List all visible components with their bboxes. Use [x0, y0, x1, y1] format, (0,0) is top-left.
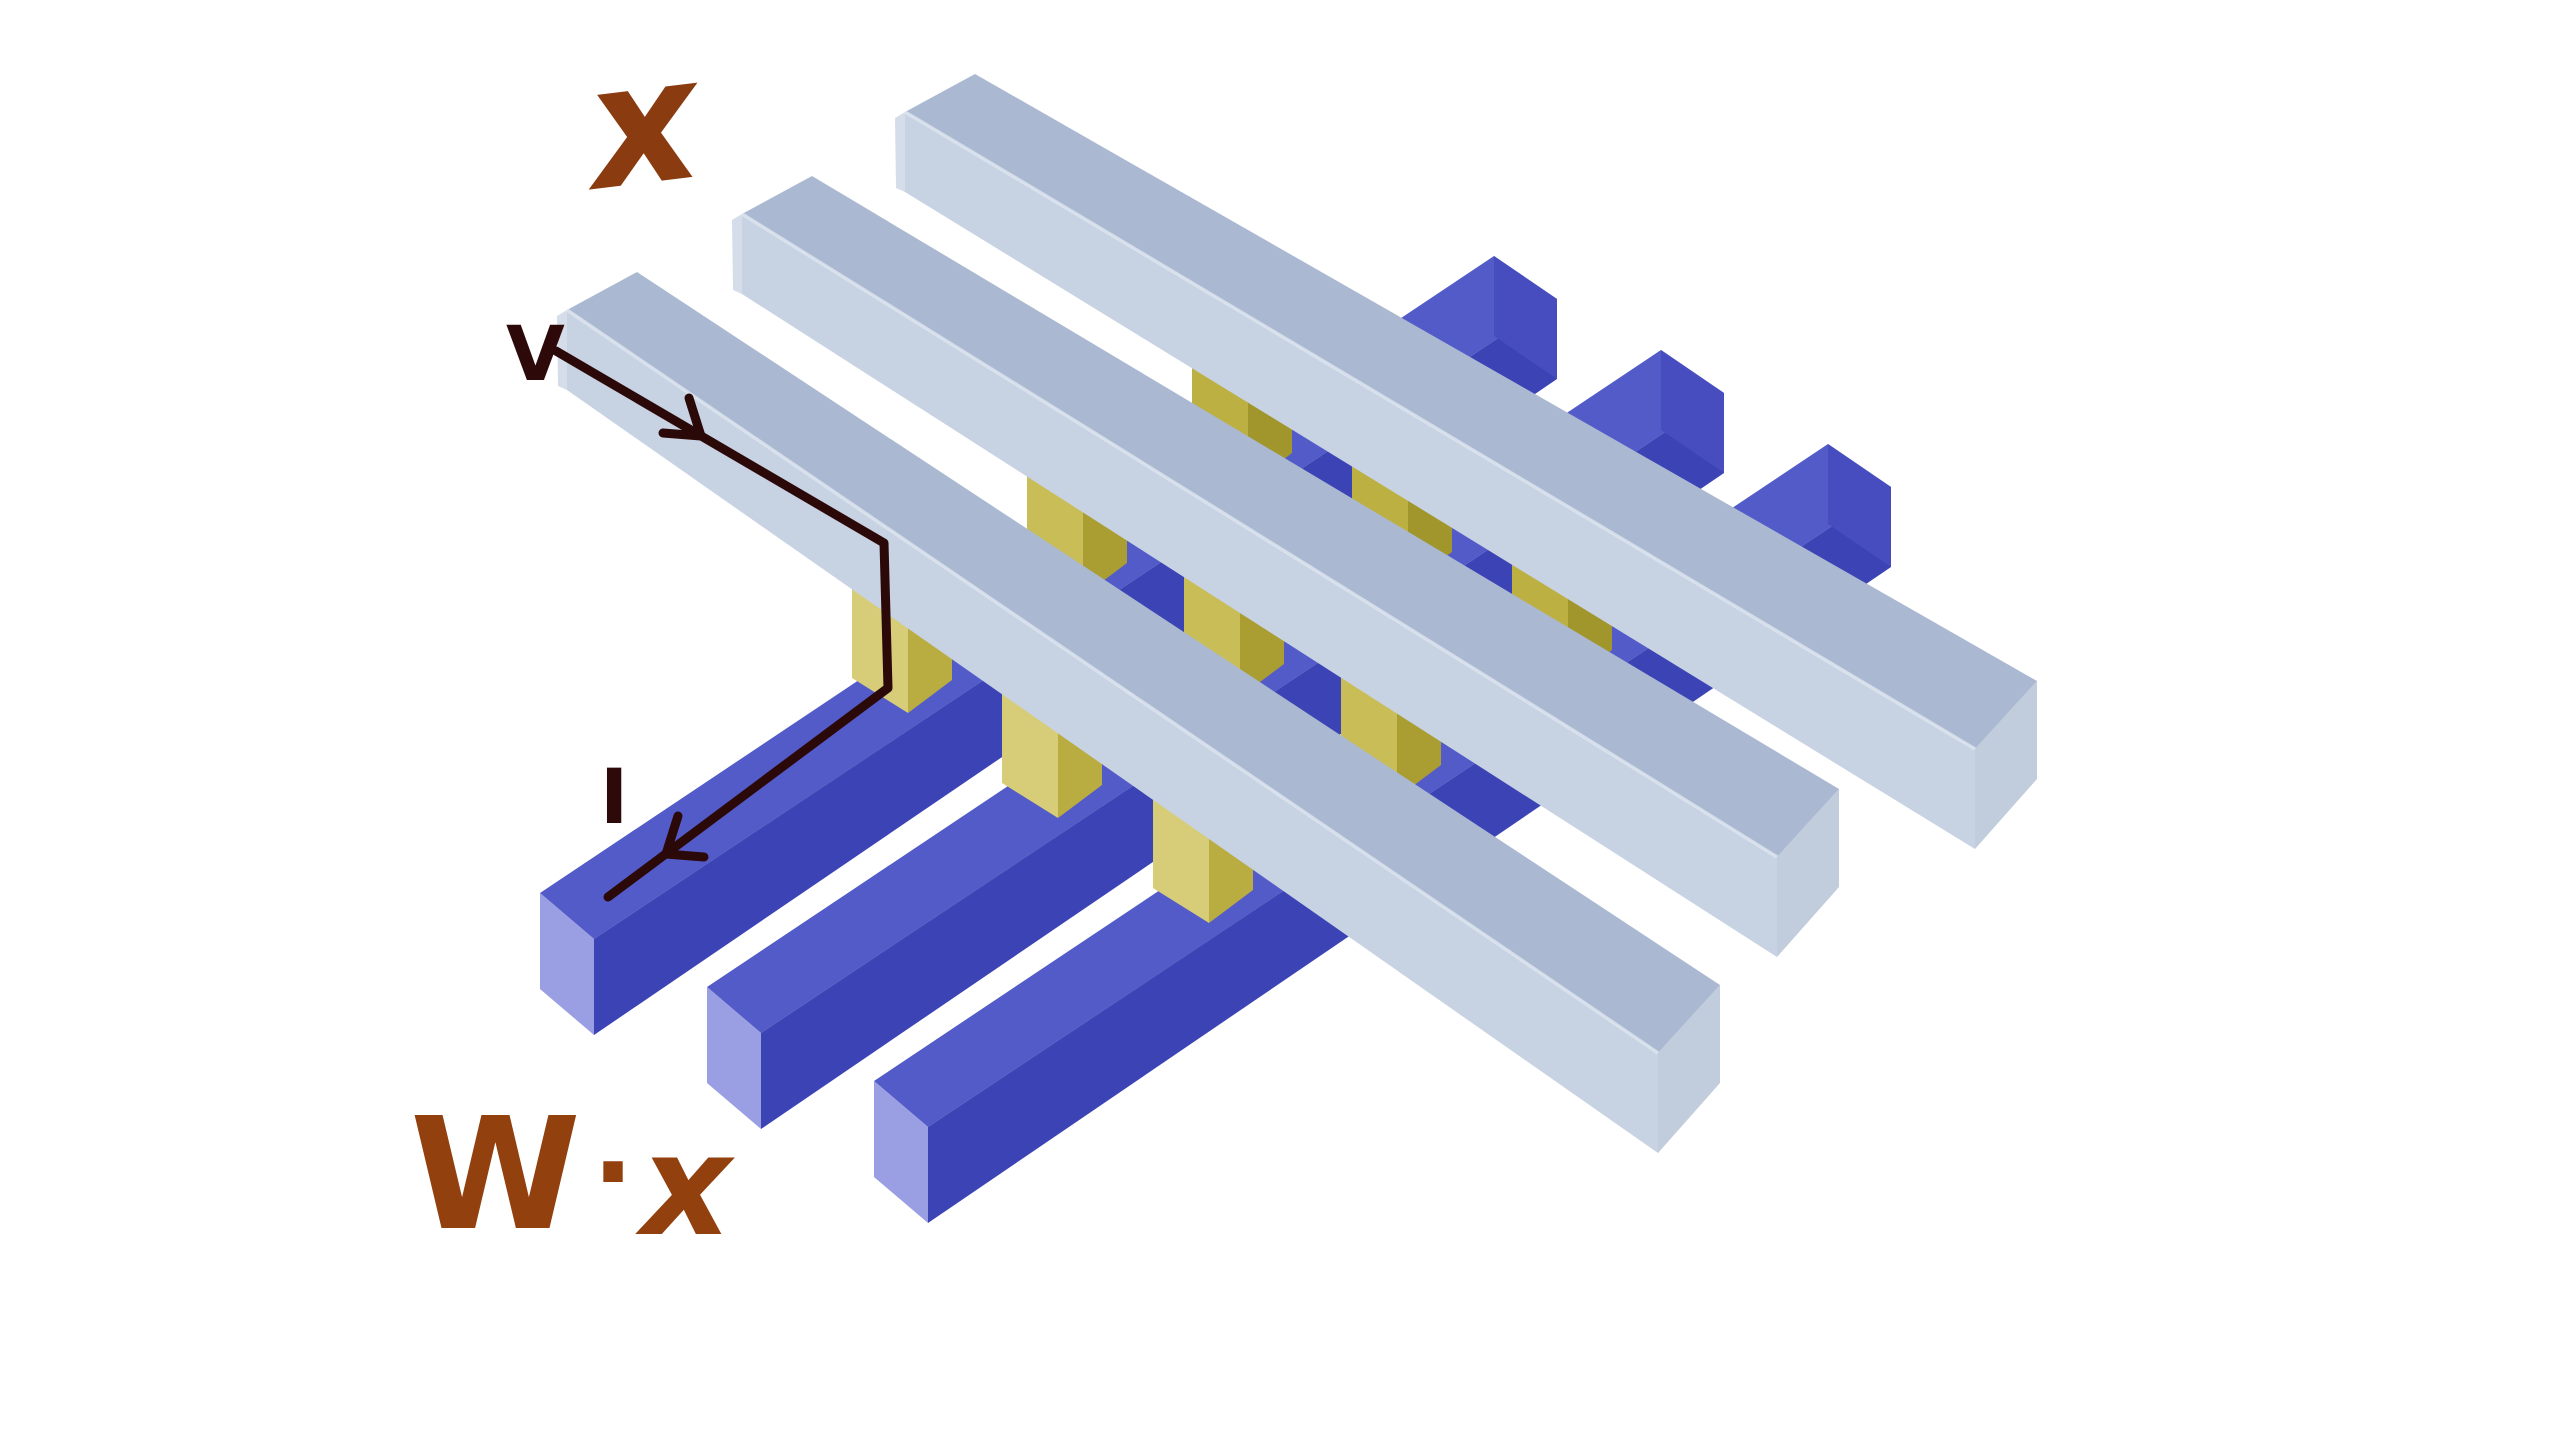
- input-bar-row-1: [732, 176, 1839, 957]
- input-bar-edge-highlight: [904, 110, 1976, 751]
- input-bar-top-face: [905, 74, 2037, 749]
- input-bar-side-face: [742, 214, 1777, 957]
- output-bar-front-end-face: [874, 1081, 928, 1223]
- output-product-dot: ·: [592, 1108, 634, 1236]
- current-label: I: [600, 752, 628, 841]
- input-bar-row-0: [895, 74, 2037, 849]
- input-bar-edge-highlight: [566, 308, 1659, 1055]
- output-product-w: W: [410, 1084, 581, 1265]
- input-bar-left-end-sliver: [732, 214, 742, 294]
- input-bar-edge-highlight: [741, 212, 1778, 859]
- voltage-label: V: [506, 309, 565, 398]
- input-bar-top-face: [742, 176, 1839, 857]
- output-bar-back-end-face: [1661, 350, 1724, 473]
- input-bar-right-end-face: [1777, 789, 1839, 957]
- pillar-front-face: [1002, 693, 1058, 818]
- current-path-annotation: [551, 346, 893, 902]
- input-bar-right-end-face: [1658, 985, 1720, 1153]
- input-bar-left-end-sliver: [895, 112, 905, 192]
- current-arrowhead: [661, 811, 709, 862]
- pillar-front-face: [852, 588, 908, 713]
- input-bar-top-face: [567, 272, 1720, 1053]
- output-bar-front-end-face: [540, 893, 594, 1035]
- output-bar-back-end-face: [1828, 444, 1891, 567]
- voltage-arrowhead: [658, 393, 706, 441]
- output-bar-back-end-face: [1494, 256, 1557, 379]
- input-bar-right-end-face: [1975, 681, 2037, 849]
- output-product-x: x: [635, 1105, 735, 1268]
- pillar-front-face: [1153, 798, 1209, 923]
- output-bar-front-end-face: [707, 987, 761, 1129]
- input-vector-label: x: [570, 19, 715, 230]
- current-path-line: [551, 346, 893, 902]
- input-bar-side-face: [905, 112, 1975, 849]
- output-product-label: W · x: [410, 1084, 735, 1268]
